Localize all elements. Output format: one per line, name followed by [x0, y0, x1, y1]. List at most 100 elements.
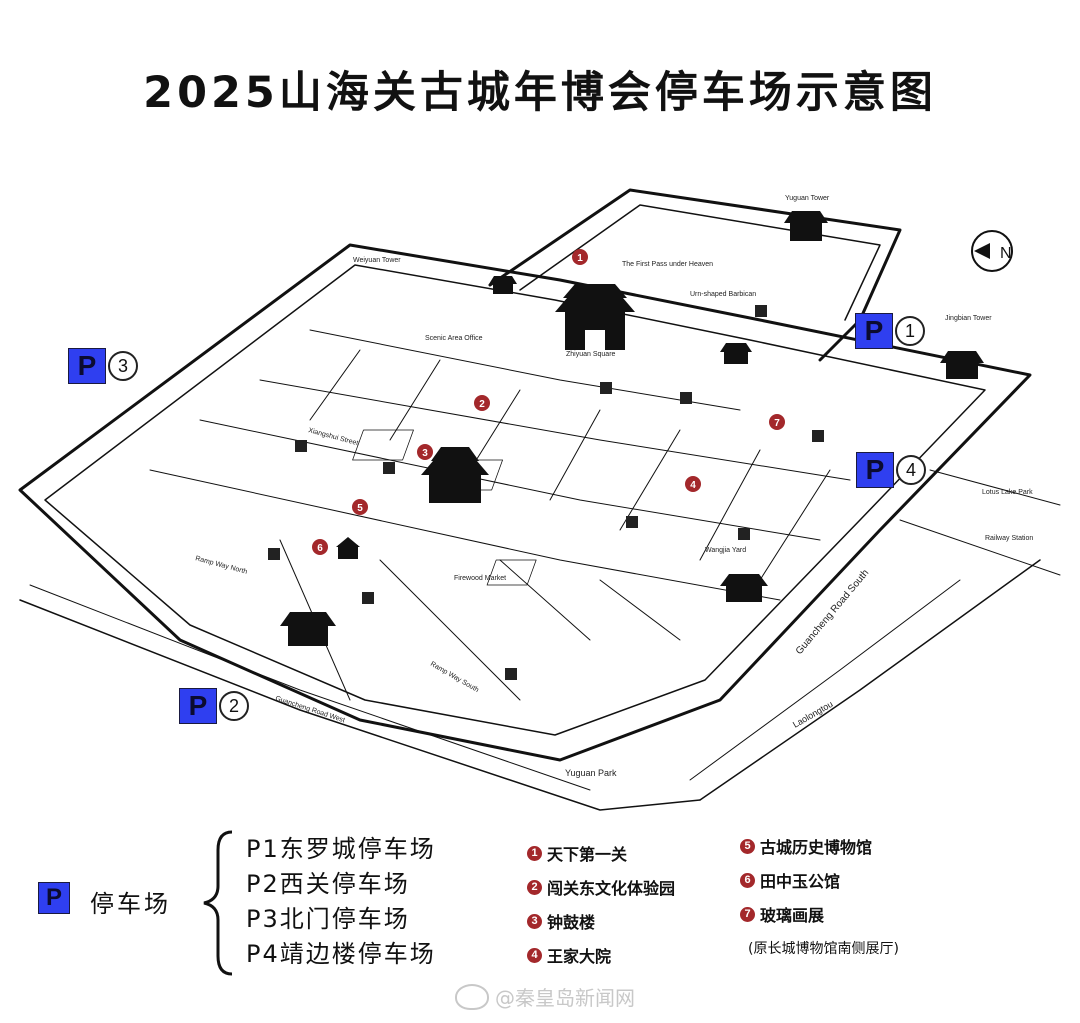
legend-parking-label: 停车场: [90, 890, 171, 918]
site-list-right: 5 古城历史博物馆 6 田中玉公馆 7 玻璃画展: [740, 829, 872, 931]
label-zhiyuan-square: Zhiyuan Square: [566, 351, 616, 358]
site-item-5: 5 古城历史博物馆: [740, 829, 872, 863]
parking-icon: P: [856, 452, 894, 488]
page-title: 2025山海关古城年博会停车场示意图: [143, 68, 937, 118]
parking-marker-p4[interactable]: P 4: [856, 452, 926, 488]
parking-number: 1: [895, 316, 925, 346]
parking-icon: P: [855, 313, 893, 349]
site-name: 玻璃画展: [760, 906, 825, 925]
label-jingbian-tower: Jingbian Tower: [945, 315, 992, 322]
luocheng-wall-inner: [519, 204, 881, 321]
site-number: 5: [740, 838, 755, 854]
site-name: 古城历史博物馆: [760, 838, 873, 857]
label-ramp-way-south: Ramp Way South: [429, 661, 480, 694]
site-name: 王家大院: [547, 947, 612, 966]
parking-lot-p1: P1东罗城停车场: [246, 835, 436, 863]
site-number: 3: [527, 913, 542, 929]
svg-text:2: 2: [479, 399, 485, 410]
label-yuguan-park: Yuguan Park: [565, 768, 617, 778]
svg-text:7: 7: [774, 418, 780, 429]
svg-text:4: 4: [690, 480, 696, 491]
site-item-1: 1 天下第一关: [527, 836, 675, 870]
luocheng-wall-outer: [488, 188, 902, 362]
label-lotus-lake-park: Lotus Lake Park: [982, 489, 1033, 496]
railway-road: [899, 519, 1061, 576]
legend-parking-icon: P: [38, 882, 70, 914]
site-number: 1: [527, 845, 542, 861]
svg-text:6: 6: [317, 543, 323, 554]
label-ramp-way-north: Ramp Way North: [194, 555, 248, 576]
lotus-road: [929, 469, 1061, 506]
label-firewood-market: Firewood Market: [454, 575, 506, 582]
west-tower-icon: [280, 612, 336, 646]
parking-lot-p2: P2西关停车场: [246, 870, 410, 898]
site-name: 天下第一关: [547, 845, 628, 864]
tower-icons: [280, 211, 984, 646]
site-item-6: 6 田中玉公馆: [740, 863, 872, 897]
compass-icon: [971, 230, 1013, 272]
site-name: 田中玉公馆: [760, 872, 841, 891]
site-marker-1: 1: [572, 249, 588, 265]
parking-lot-p4: P4靖边楼停车场: [246, 940, 436, 968]
label-scenic-area-office: Scenic Area Office: [425, 335, 483, 342]
site-name: 钟鼓楼: [547, 913, 596, 932]
svg-text:1: 1: [577, 253, 583, 264]
site-marker-4: 4: [685, 476, 701, 492]
parking-number: 2: [219, 691, 249, 721]
weibo-logo-icon: [455, 983, 489, 1010]
svg-text:3: 3: [422, 448, 428, 459]
site-list-left: 1 天下第一关 2 闯关东文化体验园 3 钟鼓楼 4 王家大院: [527, 836, 675, 972]
outer-road-west: [19, 599, 701, 811]
site-name: 闯关东文化体验园: [547, 879, 676, 898]
site-number: 7: [740, 906, 755, 922]
parking-marker-p3[interactable]: P 3: [68, 348, 138, 384]
outer-road-south: [699, 559, 1041, 801]
south-tower-icon: [720, 574, 768, 602]
urn-barbican-tower-icon: [720, 343, 752, 364]
site-marker-7: 7: [769, 414, 785, 430]
site-item-7: 7 玻璃画展: [740, 897, 872, 931]
outer-road-west-inner: [29, 584, 591, 791]
parking-lot-p3: P3北门停车场: [246, 905, 410, 933]
compass-label: N: [1000, 245, 1012, 262]
label-yuguan-tower: Yuguan Tower: [785, 195, 830, 202]
site-number: 4: [527, 947, 542, 963]
label-urn-barbican: Urn-shaped Barbican: [690, 291, 756, 298]
label-railway-station: Railway Station: [985, 535, 1033, 542]
site-marker-5: 5: [352, 499, 368, 515]
parking-icon: P: [179, 688, 217, 724]
label-laolongtou: Laolongtou: [791, 699, 835, 730]
svg-text:5: 5: [357, 503, 363, 514]
label-wangjia-yard: Wangjia Yard: [705, 547, 746, 554]
site-marker-6: 6: [312, 539, 328, 555]
watermark: @秦皇岛新闻网: [455, 982, 635, 1011]
city-map[interactable]: 1 2 3 4 5 6 7 N Lotus Lake Park Railway …: [0, 150, 1080, 830]
site-number: 6: [740, 872, 755, 888]
bell-drum-tower-icon: [421, 447, 489, 503]
parking-lot-list: P1东罗城停车场 P2西关停车场 P3北门停车场 P4靖边楼停车场: [246, 832, 436, 972]
outer-road-south-inner: [689, 579, 961, 781]
site-marker-2: 2: [474, 395, 490, 411]
parking-icon: P: [68, 348, 106, 384]
site-markers: 1 2 3 4 5 6 7: [312, 249, 785, 555]
city-wall-inner: [44, 264, 986, 736]
label-first-pass: The First Pass under Heaven: [622, 261, 713, 268]
first-pass-tower-icon: [555, 284, 635, 350]
city-wall-outer: [18, 243, 1032, 762]
brace-icon: [203, 830, 233, 976]
weiyuan-tower-icon: [489, 276, 517, 294]
site-item-4: 4 王家大院: [527, 938, 675, 972]
yuguan-tower-icon: [784, 211, 828, 241]
site-item-3: 3 钟鼓楼: [527, 904, 675, 938]
label-weiyuan-tower: Weiyuan Tower: [353, 257, 401, 264]
jingbian-tower-icon: [940, 351, 984, 379]
site-number: 2: [527, 879, 542, 895]
parking-marker-p2[interactable]: P 2: [179, 688, 249, 724]
site-item-2: 2 闯关东文化体验园: [527, 870, 675, 904]
parking-marker-p1[interactable]: P 1: [855, 313, 925, 349]
site-7-note: (原长城博物馆南侧展厅): [748, 941, 899, 957]
tianzhongyu-house-icon: [336, 537, 360, 559]
watermark-text: @秦皇岛新闻网: [495, 986, 635, 1010]
site-marker-3: 3: [417, 444, 433, 460]
parking-number: 3: [108, 351, 138, 381]
